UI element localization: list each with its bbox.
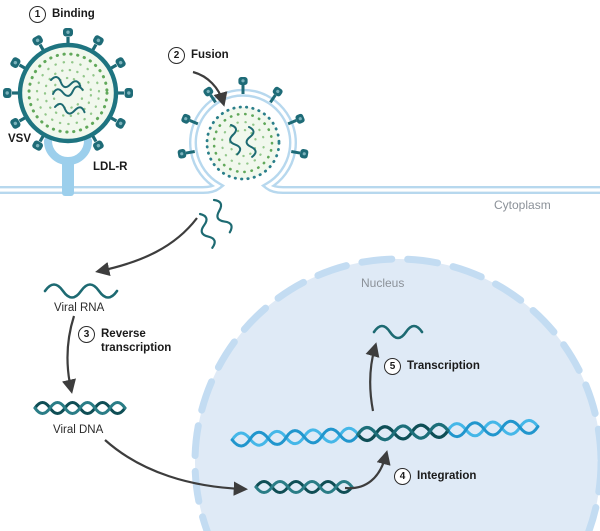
- arrow-rna-release: [95, 217, 198, 277]
- nucleus-label: Nucleus: [361, 276, 405, 290]
- arrow-reverse-transcription: [62, 315, 76, 394]
- step-5-transcription: 5 Transcription: [384, 358, 480, 375]
- ldl-receptor: [44, 137, 92, 196]
- cytoplasm-label: Cytoplasm: [494, 198, 551, 212]
- step-5-label: Transcription: [407, 360, 480, 372]
- step-3-label: Reverse transcription: [101, 328, 172, 354]
- ldl-r-label: LDL-R: [93, 161, 128, 173]
- fusing-virion: [175, 75, 311, 181]
- nucleus: [191, 255, 600, 531]
- viral-dna-helix: [33, 401, 127, 415]
- host-dna: [230, 418, 540, 448]
- fusing-virion-envelope: [205, 105, 281, 181]
- virion-envelope: [17, 42, 119, 144]
- step-1-binding: 1 Binding: [29, 6, 95, 23]
- step-4-label: Integration: [417, 470, 477, 482]
- step-2-label: Fusion: [191, 49, 229, 61]
- viral-rna-squiggle: [43, 283, 119, 299]
- viral-dna-label: Viral DNA: [53, 424, 104, 436]
- step-1-label: Binding: [52, 8, 95, 20]
- step-4-integration: 4 Integration: [394, 468, 476, 485]
- integrated-viral-dna: [356, 422, 450, 443]
- process-arrows: [62, 70, 391, 496]
- step-3-reverse-transcription: 3 Reverse transcription: [78, 326, 181, 356]
- step-2-fusion: 2 Fusion: [168, 47, 229, 64]
- released-rna: [194, 196, 235, 251]
- vsv-label: VSV: [8, 133, 32, 145]
- step-2-number: 2: [168, 47, 185, 64]
- vsv-virion: [1, 26, 135, 154]
- step-1-number: 1: [29, 6, 46, 23]
- virion-matrix-ring: [27, 52, 109, 134]
- step-5-number: 5: [384, 358, 401, 375]
- nucleus-body: [195, 259, 600, 531]
- arrow-nuclear-import: [104, 439, 249, 496]
- viral-dna-in-nucleus: [254, 480, 354, 494]
- arrow-transcription: [365, 342, 380, 412]
- arrow-integration: [344, 450, 391, 490]
- viral-rna-label: Viral RNA: [54, 302, 105, 314]
- step-4-number: 4: [394, 468, 411, 485]
- arrow-fusion: [192, 70, 228, 107]
- step-3-number: 3: [78, 326, 95, 343]
- transcribed-rna: [372, 324, 424, 340]
